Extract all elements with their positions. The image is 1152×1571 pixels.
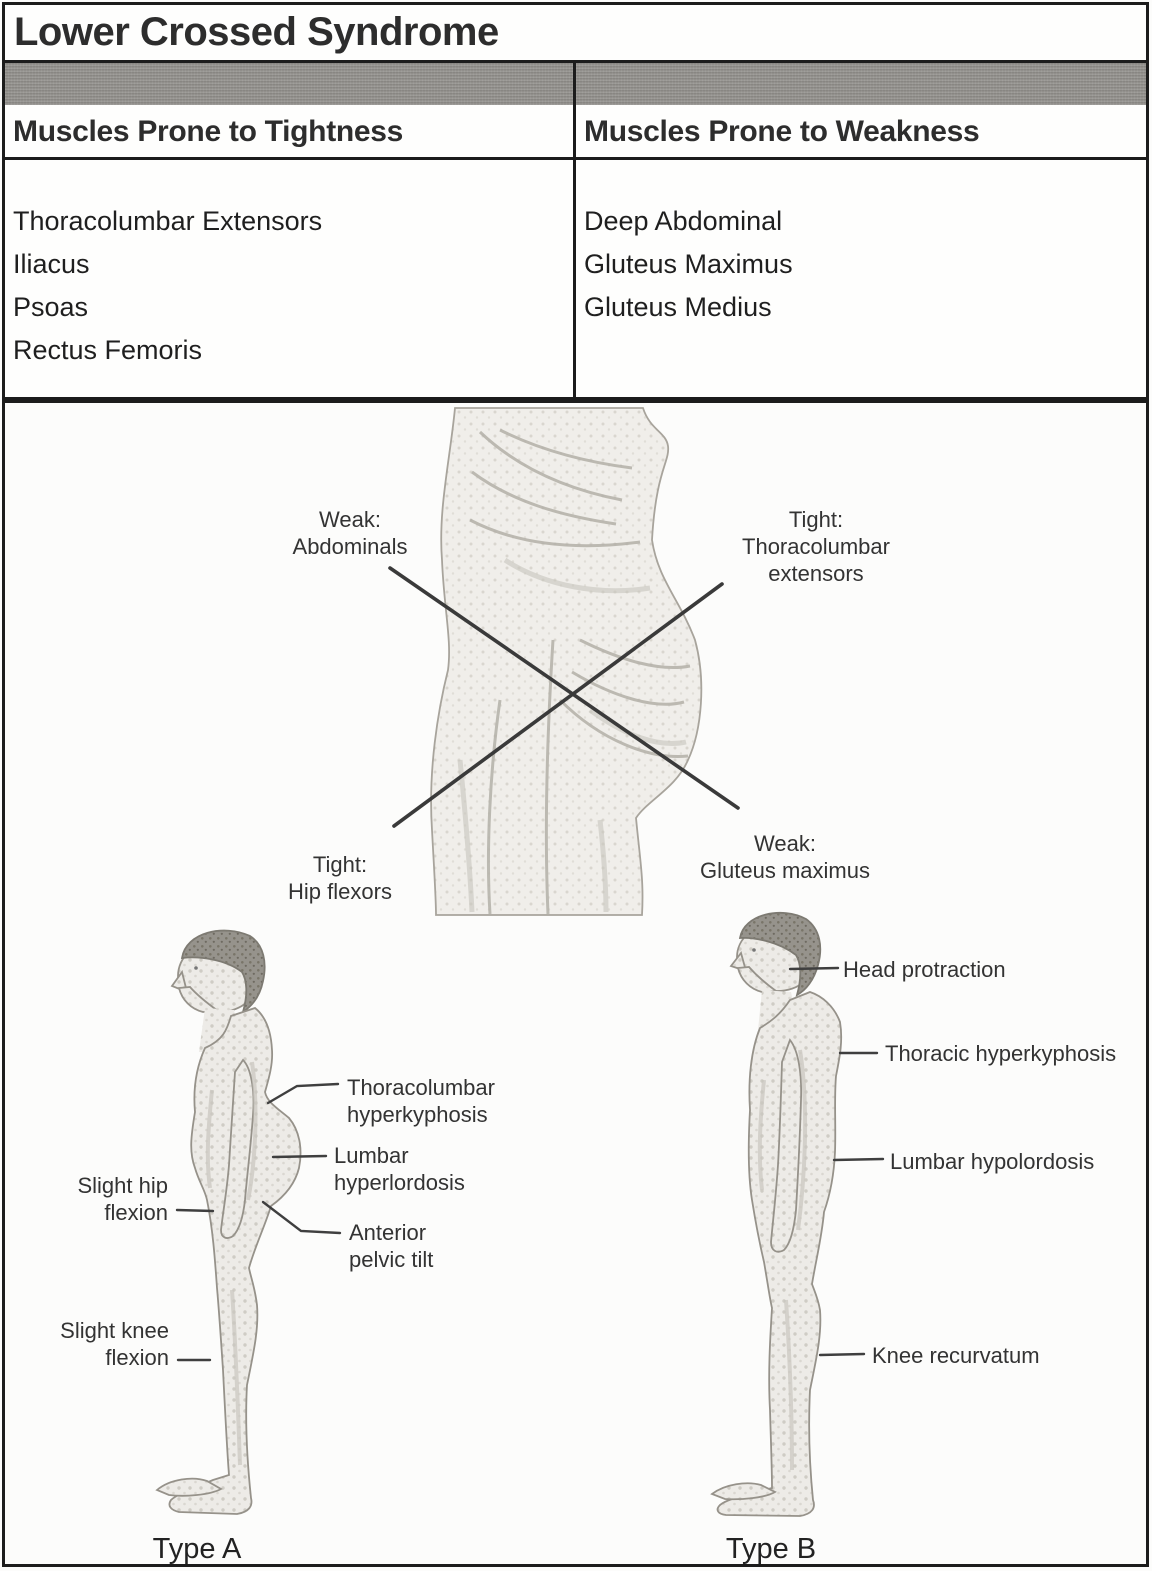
table-header-row: Muscles Prone to Tightness Muscles Prone… xyxy=(5,105,1146,160)
gray-band-row xyxy=(5,63,1146,105)
label-weak-gluteus-maximus: Weak: Gluteus maximus xyxy=(700,831,870,883)
label-anterior-pelvic-tilt: Anterior pelvic tilt xyxy=(349,1220,434,1272)
muscle-table: Lower Crossed Syndrome Muscles Prone to … xyxy=(2,2,1149,400)
gray-band-left xyxy=(5,63,576,105)
label-thoracic-hyperkyphosis: Thoracic hyperkyphosis xyxy=(885,1041,1117,1066)
label-tight-hip-flexors: Tight: Hip flexors xyxy=(288,852,392,904)
label-lumbar-hyperlordosis: Lumbar hyperlordosis xyxy=(334,1143,465,1195)
column-header-weakness: Muscles Prone to Weakness xyxy=(584,115,980,148)
label-weak-abdominals: Weak: Abdominals xyxy=(292,507,408,559)
weakness-list: Deep Abdominal Gluteus Maximus Gluteus M… xyxy=(576,160,1146,397)
list-item: Gluteus Medius xyxy=(584,292,772,322)
caption-type-b: Type B xyxy=(725,1533,817,1565)
label-head-protraction: Head protraction xyxy=(843,957,1006,982)
list-item: Gluteus Maximus xyxy=(584,249,793,279)
list-item: Iliacus xyxy=(13,249,90,279)
gray-band-right xyxy=(576,63,1146,105)
list-item: Deep Abdominal xyxy=(584,206,783,236)
tightness-list: Thoracolumbar Extensors Iliacus Psoas Re… xyxy=(5,160,576,397)
list-item: Psoas xyxy=(13,292,89,322)
label-slight-hip-flexion: Slight hip flexion xyxy=(77,1173,168,1225)
list-item: Rectus Femoris xyxy=(13,335,203,365)
label-slight-knee-flexion: Slight knee flexion xyxy=(60,1318,169,1370)
label-thoracolumbar-hyperkyphosis: Thoracolumbar hyperkyphosis xyxy=(347,1075,495,1127)
column-header-tightness: Muscles Prone to Tightness xyxy=(5,105,576,157)
page-title: Lower Crossed Syndrome xyxy=(5,5,1146,63)
diagram-panel xyxy=(2,400,1149,1567)
list-item: Thoracolumbar Extensors xyxy=(13,206,323,236)
table-content-row: Thoracolumbar Extensors Iliacus Psoas Re… xyxy=(5,160,1146,397)
label-lumbar-hypolordosis: Lumbar hypolordosis xyxy=(890,1149,1095,1174)
label-knee-recurvatum: Knee recurvatum xyxy=(872,1343,1040,1368)
label-tight-thoracolumbar: Tight: Thoracolumbar extensors xyxy=(742,507,890,586)
caption-type-a: Type A xyxy=(152,1533,242,1565)
